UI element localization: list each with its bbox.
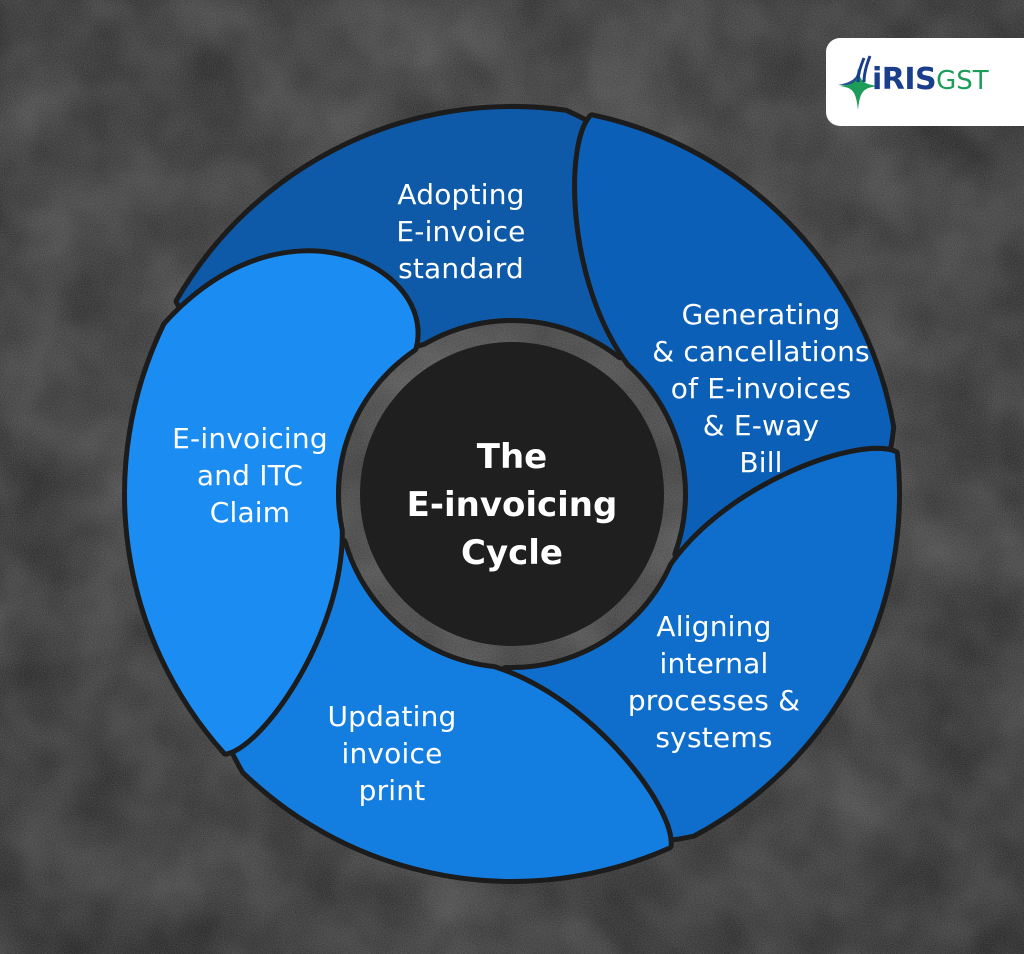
logo-product: GST <box>936 66 989 96</box>
segment-label-adopting: Adopting E-invoice standard <box>396 178 526 285</box>
logo-wordmark: iRISGST <box>872 60 989 101</box>
segment-label-itc: E-invoicing and ITC Claim <box>172 422 328 529</box>
logo-brand: iRIS <box>872 62 937 97</box>
center-title: The E-invoicing Cycle <box>406 437 618 573</box>
segment-label-generating: Generating & cancellations of E-invoices… <box>652 298 870 479</box>
segment-itc <box>122 248 421 757</box>
segment-label-updating: Updating invoice print <box>327 700 457 807</box>
cycle-segments <box>122 103 902 884</box>
iris-gst-logo: iRISGST <box>826 38 1024 126</box>
segment-label-aligning: Aligning internal processes & systems <box>627 610 801 754</box>
compass-star-icon <box>838 55 878 110</box>
center-hub <box>360 342 664 646</box>
